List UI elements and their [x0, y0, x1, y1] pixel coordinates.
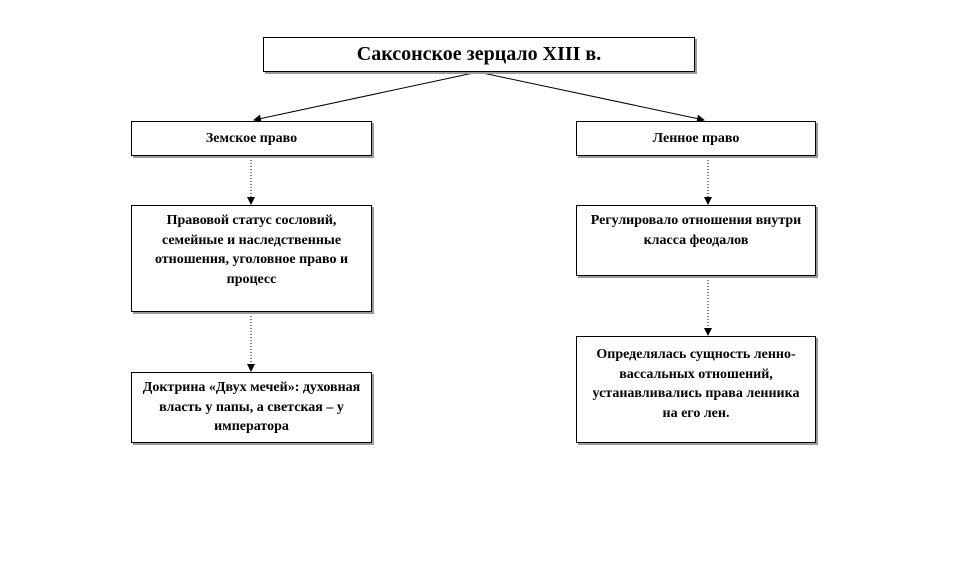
diagram-title: Саксонское зерцало XIII в. — [356, 43, 602, 65]
lennoe-pravo-heading: Ленное право — [652, 130, 740, 146]
two-swords-doctrine-box: Доктрина «Двух мечей»: духовная власть у… — [131, 372, 372, 443]
lennoe-pravo-box: Ленное право — [576, 121, 816, 156]
diagram-title-box: Саксонское зерцало XIII в. — [263, 37, 695, 72]
vassal-relations-text: Определялась сущность ленно-вассальных о… — [592, 347, 800, 421]
vassal-relations-box: Определялась сущность ленно-вассальных о… — [576, 336, 816, 443]
lennoe-pravo-content: Регулировало отношения внутри класса фео… — [590, 213, 802, 248]
arrow-title-to-left-heading — [253, 71, 479, 123]
arrow-title-to-right-heading — [477, 71, 705, 123]
zemskoe-pravo-heading: Земское право — [205, 130, 298, 146]
lennoe-pravo-content-box: Регулировало отношения внутри класса фео… — [576, 205, 816, 276]
zemskoe-pravo-content: Правовой статус сословий, семейные и нас… — [154, 213, 349, 287]
zemskoe-pravo-content-box: Правовой статус сословий, семейные и нас… — [131, 205, 372, 312]
zemskoe-pravo-box: Земское право — [131, 121, 372, 156]
two-swords-doctrine-text: Доктрина «Двух мечей»: духовная власть у… — [142, 380, 361, 435]
